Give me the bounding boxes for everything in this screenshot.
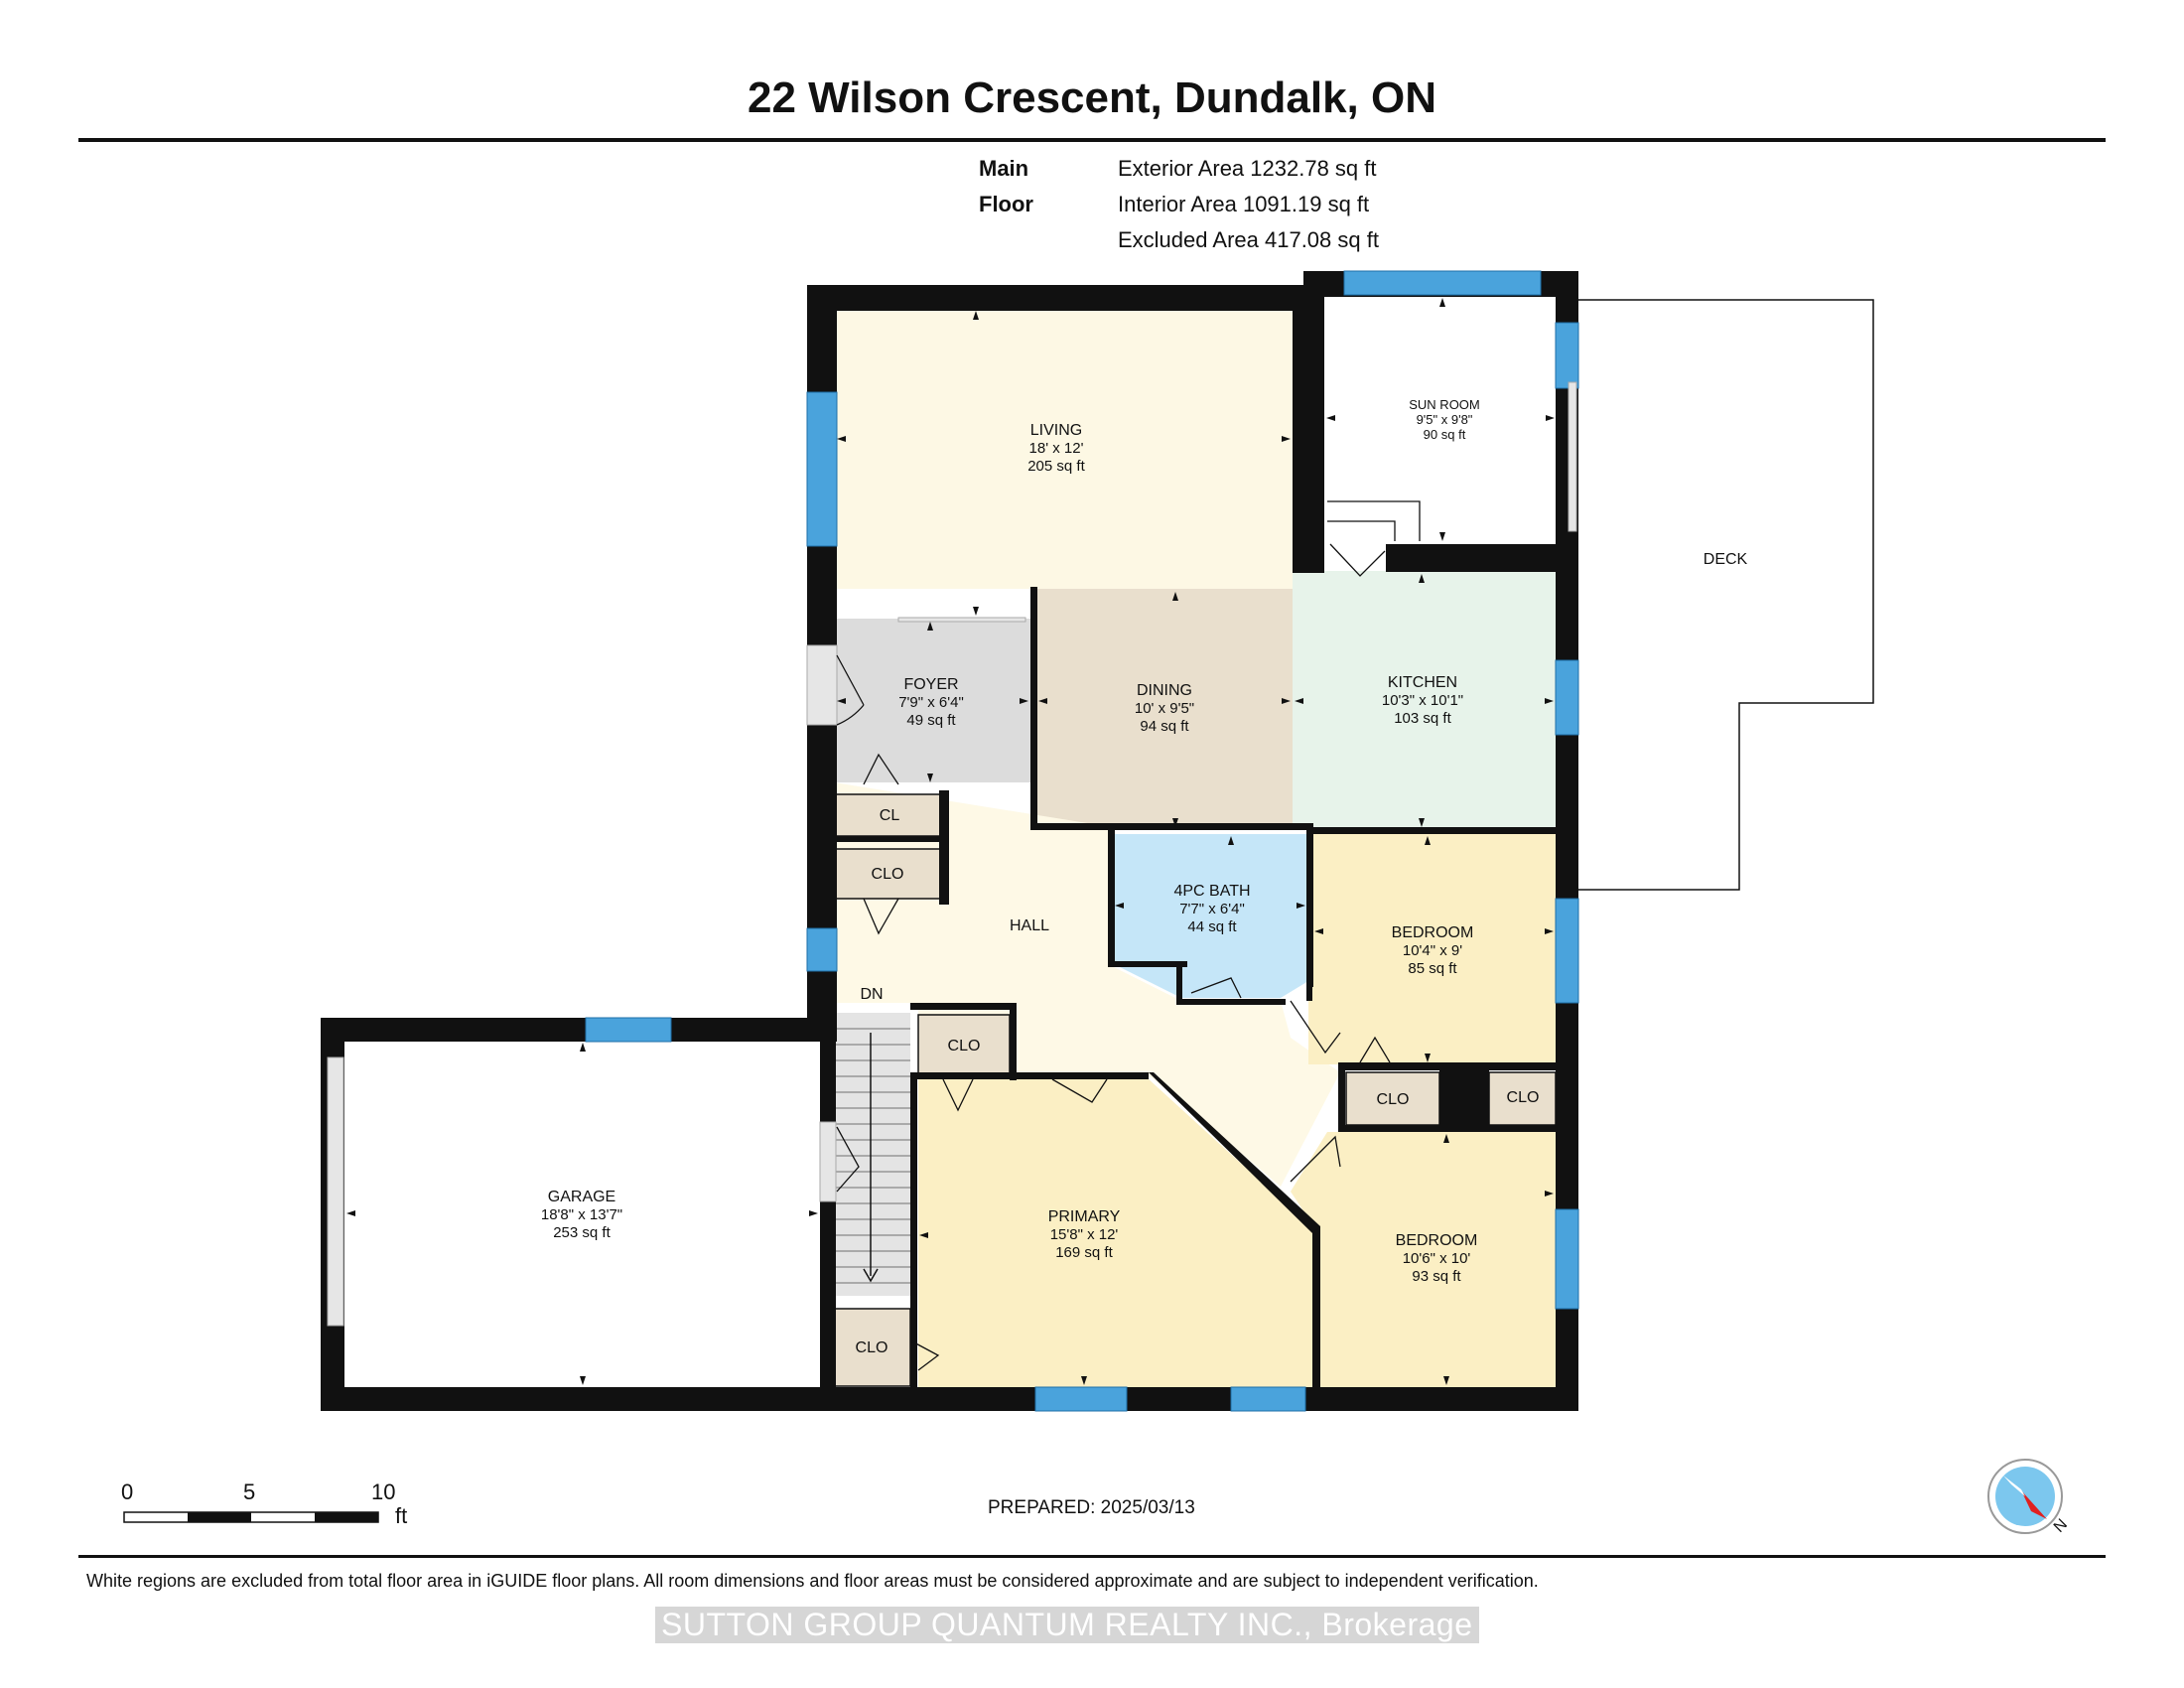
- closet-label: CLO: [948, 1038, 981, 1055]
- sunroom-area: 90 sq ft: [1424, 427, 1466, 442]
- closet-label: CLO: [1507, 1089, 1540, 1106]
- closet-label: CLO: [1377, 1091, 1410, 1108]
- bath-dims: 7'7" x 6'4": [1179, 901, 1245, 917]
- bedroom2-name: BEDROOM: [1396, 1232, 1478, 1249]
- foyer-dims: 7'9" x 6'4": [898, 694, 964, 711]
- page-title: 22 Wilson Crescent, Dundalk, ON: [748, 73, 1436, 122]
- living-area: 205 sq ft: [1027, 458, 1085, 475]
- primary-dims: 15'8" x 12': [1050, 1226, 1119, 1243]
- foyer-area: 49 sq ft: [906, 712, 956, 729]
- interior-area: Interior Area 1091.19 sq ft: [1118, 192, 1370, 216]
- stairs-label: DN: [860, 986, 883, 1003]
- closet-label: CLO: [872, 866, 904, 883]
- disclaimer-text: White regions are excluded from total fl…: [86, 1571, 1539, 1591]
- closet-label: CLO: [856, 1339, 888, 1356]
- bedroom1-name: BEDROOM: [1392, 924, 1474, 941]
- garage-area: 253 sq ft: [553, 1224, 611, 1241]
- kitchen-area: 103 sq ft: [1394, 710, 1451, 727]
- closets: [833, 793, 1557, 1387]
- bedroom-1: [1308, 834, 1556, 1064]
- bedroom2-dims: 10'6" x 10': [1403, 1250, 1471, 1267]
- exterior-area: Exterior Area 1232.78 sq ft: [1118, 156, 1377, 181]
- primary-room: [918, 1077, 1315, 1387]
- garage-dims: 18'8" x 13'7": [541, 1206, 622, 1223]
- scale-five: 5: [243, 1479, 256, 1504]
- stairs: [834, 1013, 910, 1296]
- closet-label-cl: CL: [880, 807, 900, 824]
- bedroom-2: [1291, 1132, 1556, 1387]
- floor-label: Main Floor: [979, 156, 1033, 216]
- foyer: [834, 619, 1032, 782]
- windows: [585, 270, 1579, 1412]
- primary-name: PRIMARY: [1048, 1208, 1121, 1225]
- garage: [344, 1040, 824, 1387]
- sunroom-dims: 9'5" x 9'8": [1417, 412, 1473, 427]
- hall-label: HALL: [1010, 917, 1049, 934]
- door-swings: [836, 500, 1421, 1371]
- dining-dims: 10' x 9'5": [1135, 700, 1194, 717]
- deck-outline: [1576, 299, 1874, 891]
- footer-divider: [78, 1555, 2106, 1558]
- bedroom1-dims: 10'4" x 9': [1403, 942, 1462, 959]
- living-room: [834, 308, 1293, 589]
- living-dims: 18' x 12': [1029, 440, 1084, 457]
- dining-room: [1032, 589, 1293, 827]
- dining-area: 94 sq ft: [1140, 718, 1189, 735]
- bath-area: 44 sq ft: [1187, 918, 1237, 935]
- door-openings: [327, 381, 1577, 1327]
- dining-name: DINING: [1137, 682, 1192, 699]
- scale-bar: [123, 1511, 379, 1523]
- hall: [834, 782, 1340, 1187]
- kitchen: [1293, 571, 1556, 827]
- living-name: LIVING: [1030, 422, 1082, 439]
- dimension-markers: [346, 298, 1555, 1385]
- primary-area: 169 sq ft: [1055, 1244, 1113, 1261]
- header-divider: [78, 138, 2106, 142]
- prepared-date: PREPARED: 2025/03/13: [988, 1497, 1195, 1518]
- brokerage-watermark: SUTTON GROUP QUANTUM REALTY INC., Broker…: [655, 1607, 1479, 1643]
- kitchen-name: KITCHEN: [1388, 674, 1457, 691]
- room-labels: LIVING 18' x 12' 205 sq ft SUN ROOM 9'5"…: [541, 397, 1540, 1356]
- scale-unit: ft: [395, 1503, 408, 1528]
- deck-label: DECK: [1704, 551, 1748, 568]
- sunroom-name: SUN ROOM: [1409, 397, 1480, 412]
- garage-name: GARAGE: [548, 1189, 615, 1205]
- excluded-area: Excluded Area 417.08 sq ft: [1118, 227, 1379, 252]
- bath-name: 4PC BATH: [1173, 883, 1250, 900]
- bath: [1112, 834, 1308, 998]
- bedroom1-area: 85 sq ft: [1408, 960, 1457, 977]
- kitchen-dims: 10'3" x 10'1": [1382, 692, 1463, 709]
- foyer-name: FOYER: [903, 676, 958, 693]
- compass-icon: [1987, 1459, 2063, 1534]
- scale-zero: 0: [121, 1479, 134, 1504]
- scale-ten: 10: [371, 1479, 396, 1504]
- bedroom2-area: 93 sq ft: [1412, 1268, 1461, 1285]
